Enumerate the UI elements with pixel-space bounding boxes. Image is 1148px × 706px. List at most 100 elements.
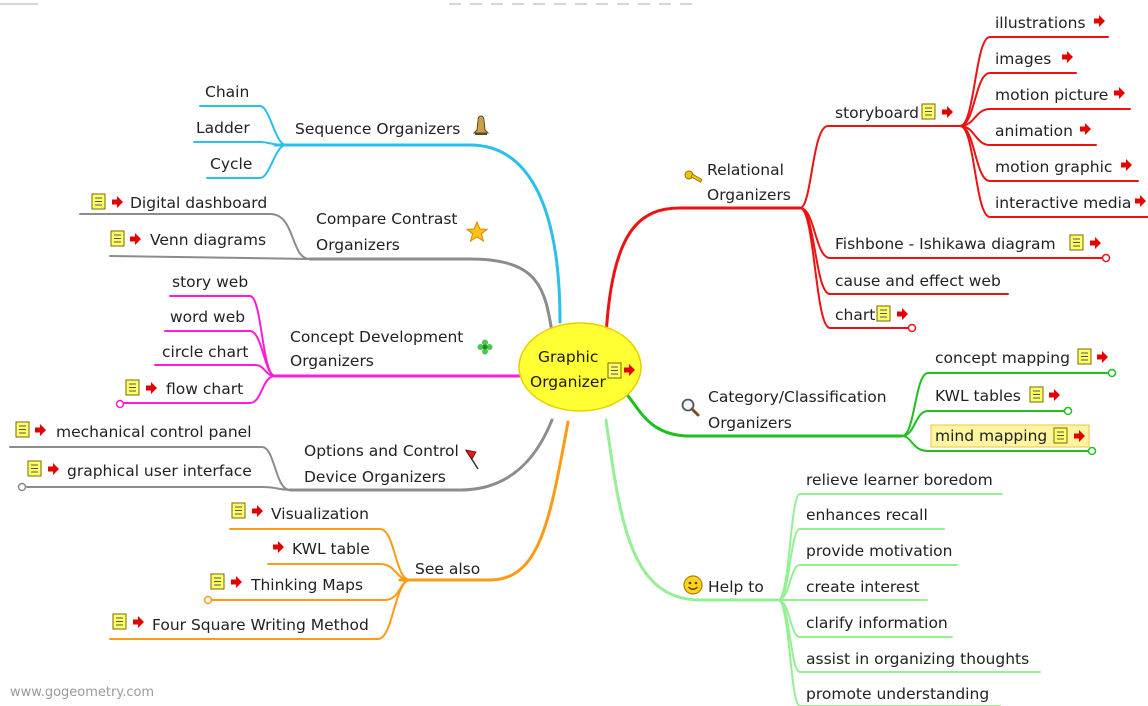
seealso-item-kwl-table[interactable]: KWL table (273, 540, 370, 558)
seealso-item-four-square[interactable]: Four Square Writing Method (112, 613, 369, 634)
relational-item-chart[interactable]: chart (835, 305, 908, 324)
helpto-item-assist-organizing[interactable]: assist in organizing thoughts (806, 650, 1029, 668)
helpto-item-clarify-information[interactable]: clarify information (806, 614, 948, 632)
helpto-item-provide-motivation[interactable]: provide motivation (806, 542, 952, 560)
note-icon[interactable] (876, 305, 891, 322)
note-icon[interactable] (110, 230, 125, 247)
relational-item-label: Fishbone - Ishikawa diagram (835, 235, 1056, 253)
category-item-mind-mapping[interactable]: mind mapping (930, 424, 1090, 448)
link-arrow-icon[interactable] (1062, 51, 1073, 63)
branch-category[interactable]: Category/Classification Organizers conce… (681, 348, 1109, 448)
link-arrow-icon[interactable] (48, 463, 59, 475)
link-arrow-icon[interactable] (1121, 159, 1132, 171)
link-arrow-icon[interactable] (112, 196, 123, 208)
bell-icon (472, 115, 490, 135)
relational-item-fishbone[interactable]: Fishbone - Ishikawa diagram (835, 234, 1101, 253)
branch-options-label-line1: Options and Control (304, 442, 459, 460)
link-arrow-icon[interactable] (231, 576, 242, 588)
branch-connectors (9, 36, 1148, 706)
options-item-graphical-user-interface[interactable]: graphical user interface (27, 460, 252, 480)
branch-options[interactable]: Options and Control Device Organizers me… (15, 421, 479, 486)
branch-seealso-label: See also (415, 560, 480, 578)
watermark: www.gogeometry.com (10, 685, 154, 700)
link-arrow-icon[interactable] (252, 505, 263, 517)
sequence-item-cycle[interactable]: Cycle (210, 155, 252, 173)
concept-item-word-web[interactable]: word web (170, 308, 245, 326)
concept-item-flow-chart[interactable]: flow chart (125, 379, 243, 398)
branch-compare-label-line2: Organizers (316, 236, 400, 254)
storyboard-item-animation[interactable]: animation (995, 122, 1091, 140)
branch-sequence[interactable]: Sequence Organizers Chain Ladder Cycle (196, 83, 490, 173)
note-icon[interactable] (112, 613, 127, 630)
note-icon[interactable] (15, 421, 30, 438)
branch-concept[interactable]: Concept Development Organizers story web… (125, 273, 493, 398)
link-arrow-icon[interactable] (130, 233, 141, 245)
central-node[interactable]: Graphic Organizer (518, 322, 642, 412)
link-arrow-icon[interactable] (1114, 87, 1125, 99)
note-icon[interactable] (27, 460, 42, 477)
note-icon[interactable] (1069, 234, 1084, 251)
link-arrow-icon[interactable] (1080, 123, 1091, 135)
central-note-icon[interactable] (607, 362, 622, 379)
storyboard-item-label: illustrations (995, 14, 1086, 32)
note-icon[interactable] (231, 502, 246, 519)
storyboard-item-interactive-media[interactable]: interactive media (995, 194, 1146, 212)
seealso-item-label: Visualization (271, 505, 369, 523)
link-arrow-icon[interactable] (1049, 389, 1060, 401)
link-arrow-icon[interactable] (133, 616, 144, 628)
options-item-mechanical-control-panel[interactable]: mechanical control panel (15, 421, 252, 441)
note-icon[interactable] (91, 193, 106, 210)
flower-icon (477, 339, 493, 355)
compare-item-digital-dashboard[interactable]: Digital dashboard (91, 193, 267, 212)
compare-item-venn-diagrams[interactable]: Venn diagrams (110, 230, 266, 249)
link-arrow-icon[interactable] (273, 541, 284, 553)
note-icon[interactable] (125, 379, 140, 396)
link-arrow-icon[interactable] (1097, 351, 1108, 363)
helpto-item-enhances-recall[interactable]: enhances recall (806, 506, 928, 524)
category-item-label: concept mapping (935, 349, 1070, 367)
magnifier-icon (681, 398, 700, 417)
compare-item-label: Venn diagrams (150, 231, 266, 249)
storyboard-item-label: motion picture (995, 86, 1108, 104)
branch-relational[interactable]: Relational Organizers storyboard illustr… (684, 14, 1146, 324)
key-icon (684, 170, 703, 183)
branch-concept-label-line1: Concept Development (290, 328, 463, 346)
category-item-kwl-tables[interactable]: KWL tables (935, 386, 1060, 405)
concept-item-story-web[interactable]: story web (172, 273, 248, 291)
sequence-item-chain[interactable]: Chain (205, 83, 249, 101)
storyboard-item-images[interactable]: images (995, 50, 1073, 68)
link-arrow-icon[interactable] (35, 424, 46, 436)
storyboard-label: storyboard (835, 104, 919, 122)
note-icon[interactable] (921, 103, 936, 120)
link-arrow-icon[interactable] (146, 382, 157, 394)
sequence-item-ladder[interactable]: Ladder (196, 119, 250, 137)
link-arrow-icon[interactable] (1090, 237, 1101, 249)
branch-compare[interactable]: Compare Contrast Organizers Digital dash… (91, 193, 489, 254)
helpto-item-promote-understanding[interactable]: promote understanding (806, 685, 989, 703)
note-icon[interactable] (210, 573, 225, 590)
branch-options-label-line2: Device Organizers (304, 468, 446, 486)
note-icon[interactable] (1053, 427, 1068, 444)
link-arrow-icon[interactable] (942, 106, 953, 118)
helpto-item-create-interest[interactable]: create interest (806, 578, 920, 596)
options-item-label: mechanical control panel (56, 423, 252, 441)
link-arrow-icon[interactable] (897, 308, 908, 320)
seealso-item-label: Thinking Maps (250, 576, 363, 594)
relational-item-storyboard[interactable]: storyboard (835, 103, 953, 122)
note-icon[interactable] (1077, 348, 1092, 365)
link-arrow-icon[interactable] (1094, 15, 1105, 27)
relational-item-label: chart (835, 306, 875, 324)
concept-item-circle-chart[interactable]: circle chart (162, 343, 248, 361)
seealso-item-thinking-maps[interactable]: Thinking Maps (210, 573, 363, 594)
relational-item-cause-effect-web[interactable]: cause and effect web (835, 272, 1001, 290)
helpto-item-relieve-boredom[interactable]: relieve learner boredom (806, 471, 993, 489)
storyboard-item-motion-picture[interactable]: motion picture (995, 86, 1125, 104)
branch-helpto[interactable]: Help to relieve learner boredom enhances… (683, 471, 1029, 703)
note-icon[interactable] (1029, 386, 1044, 403)
branch-seealso[interactable]: See also Visualization KWL table Thinkin… (112, 502, 480, 634)
storyboard-item-illustrations[interactable]: illustrations (995, 14, 1105, 32)
seealso-item-visualization[interactable]: Visualization (231, 502, 369, 523)
category-item-concept-mapping[interactable]: concept mapping (935, 348, 1108, 367)
link-arrow-icon[interactable] (1135, 195, 1146, 207)
storyboard-item-motion-graphic[interactable]: motion graphic (995, 158, 1132, 176)
